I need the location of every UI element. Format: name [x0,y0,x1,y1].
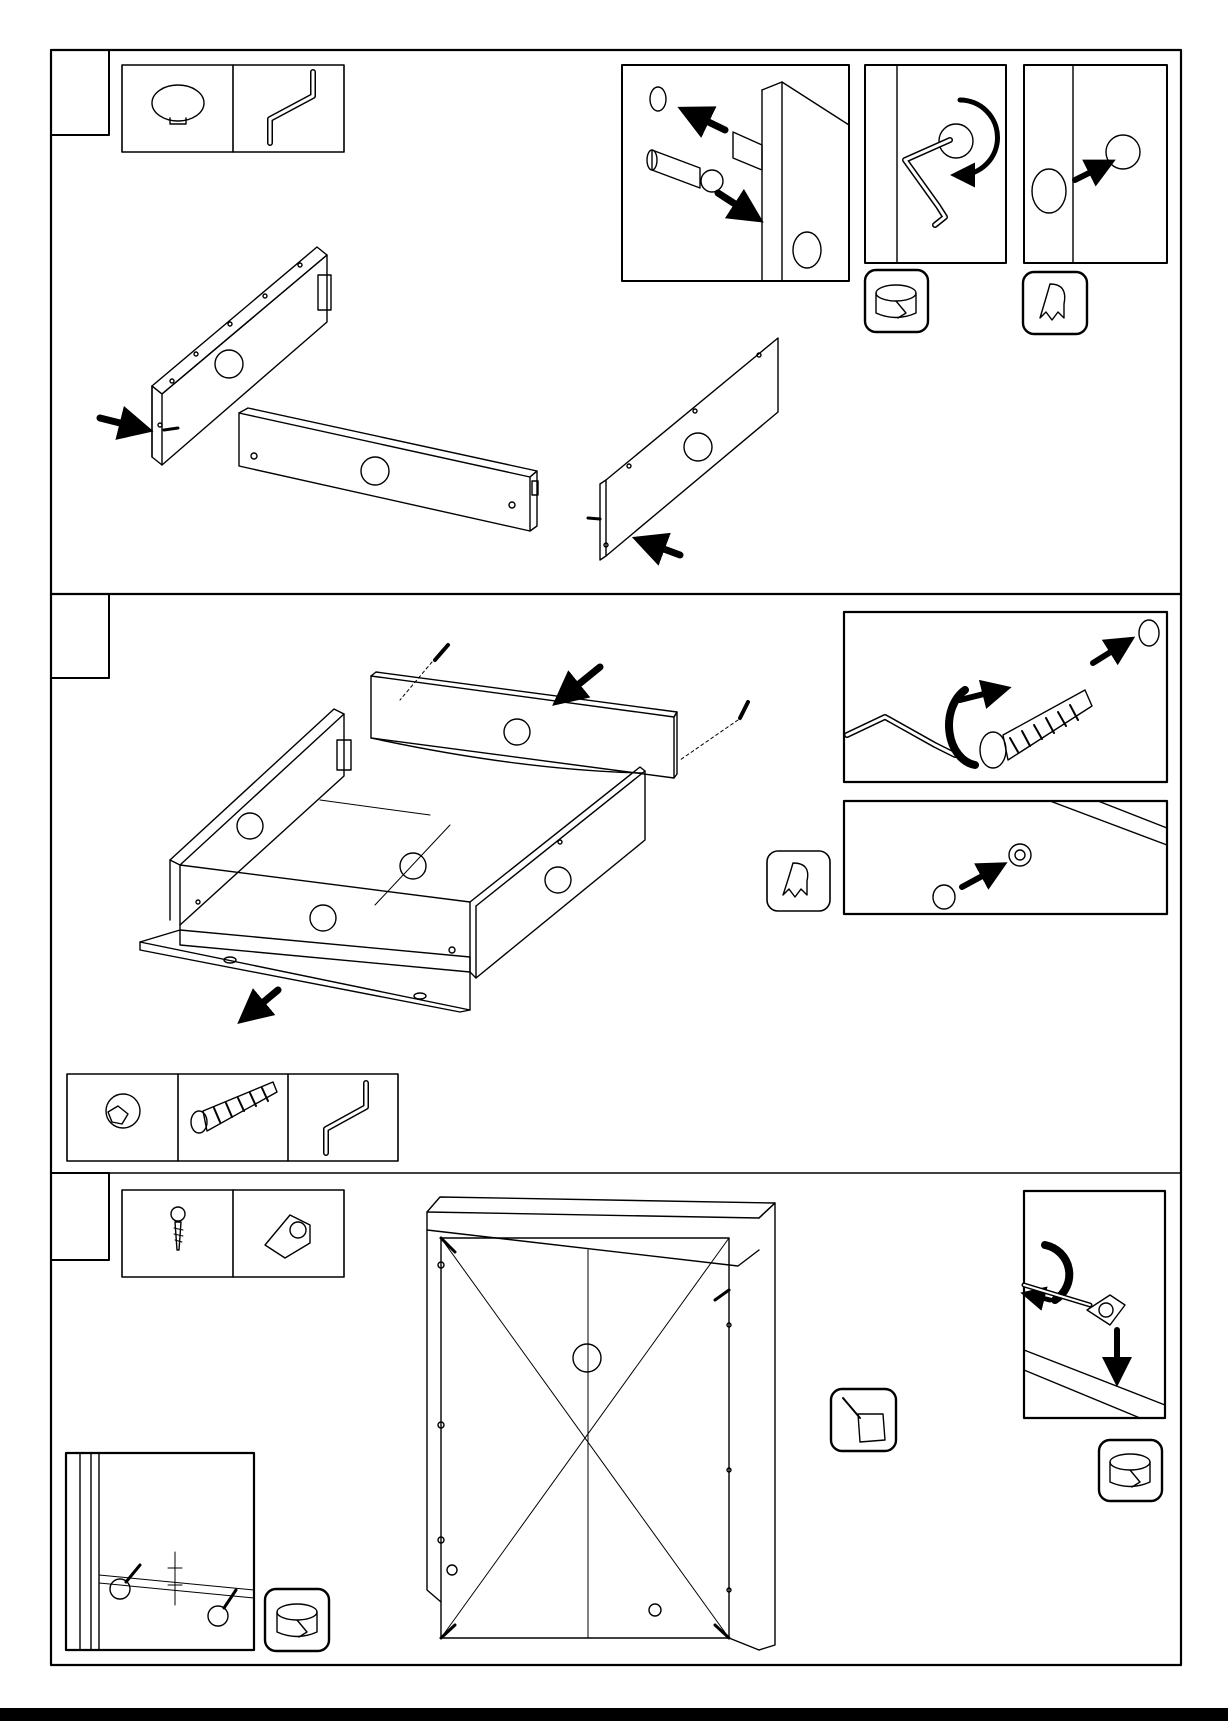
side-panel-left [100,247,331,465]
detail-turn-cam [865,65,1006,263]
page-bottom-rule [0,1708,1228,1721]
connector-bolt-icon [191,1082,277,1133]
page-frame [51,50,1181,1665]
hardware-box [67,1074,398,1161]
paper-scrap-icon [767,851,830,911]
screw-icon [171,1207,185,1250]
part-label-circle [310,905,336,931]
bottom-panel [239,408,538,531]
hardware-box [122,65,344,152]
detail-press-cap [844,801,1167,914]
corner-bracket-icon [265,1215,310,1258]
allen-key-icon [326,1083,366,1153]
cam-lock-icon [106,1094,140,1128]
detail-connector-bolt [844,612,1167,782]
part-label-circle [504,719,530,745]
cam-lock-hole [793,232,821,268]
tape-roll-icon [265,1589,329,1651]
detail-press-cap [1024,65,1167,263]
part-label-circle [215,350,243,378]
part-label-circle [573,1344,601,1372]
step-1 [51,50,1167,560]
dustpan-icon [831,1389,896,1451]
step-3 [51,1173,1165,1651]
part-label-circle [684,433,712,461]
tape-roll-icon [1099,1440,1162,1501]
detail-corner-bracket [1024,1191,1165,1418]
tape-roll-icon [865,270,928,332]
back-panel-view [427,1197,775,1650]
step-number-box [51,50,109,135]
hardware-box [122,1190,344,1277]
step-number-box [51,594,109,678]
back-panel [371,645,748,778]
detail-insert-fittings [622,65,849,281]
part-label-circle [400,853,426,879]
carcass-assembled [140,709,645,1015]
cam-cap-icon [152,85,204,124]
part-label-circle [361,457,389,485]
detail-screw-depth [66,1453,254,1650]
step-number-box [51,1173,109,1260]
step-2 [51,594,1167,1161]
allen-key-icon [270,72,313,143]
side-panel-right [588,338,778,560]
paper-scrap-icon [1023,272,1087,334]
part-label-circle [545,867,571,893]
part-label-circle [237,813,263,839]
